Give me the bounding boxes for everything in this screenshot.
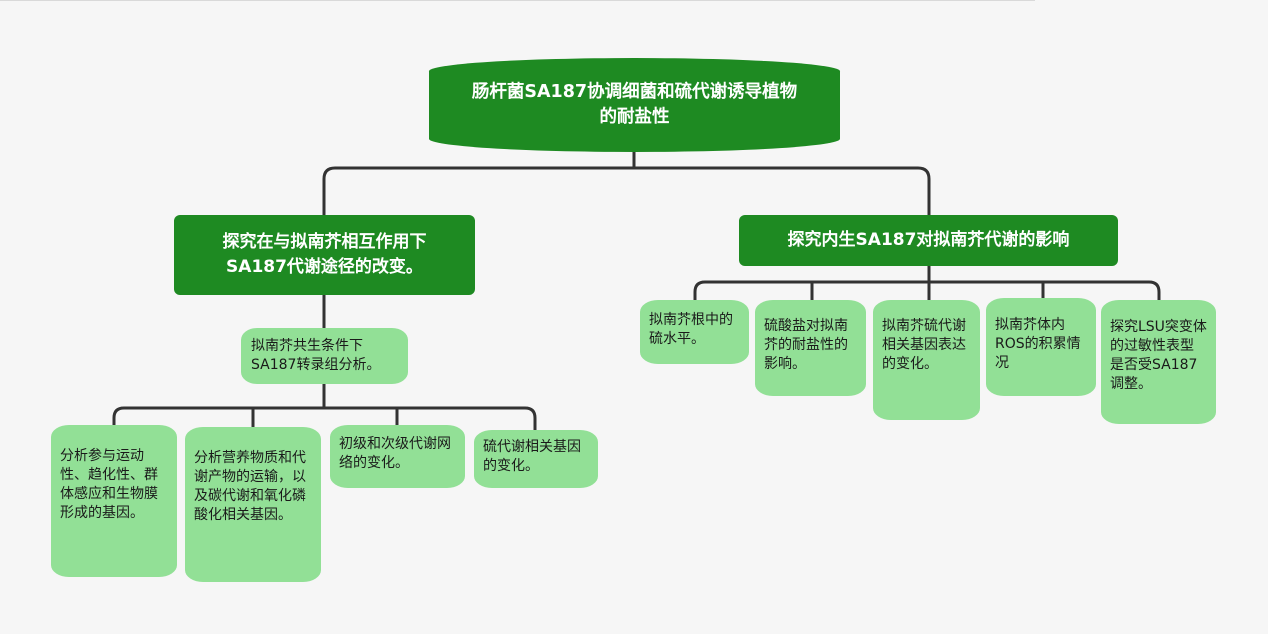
left-branch-label: 探究在与拟南芥相互作用下SA187代谢途径的改变。	[222, 232, 427, 277]
left-leaf-4-label: 硫代谢相关基因的变化。	[483, 439, 581, 474]
right-leaf-1: 拟南芥根中的硫水平。	[640, 300, 749, 364]
left-leaf-4: 硫代谢相关基因的变化。	[474, 430, 598, 488]
right-branch-node: 探究内生SA187对拟南芥代谢的影响	[739, 215, 1118, 266]
left-leaf-2: 分析营养物质和代谢产物的运输，以及碳代谢和氧化磷酸化相关基因。	[185, 427, 321, 582]
right-leaf-3-label: 拟南芥硫代谢相关基因表达的变化。	[882, 318, 966, 372]
connector-sub-bar	[112, 406, 537, 432]
left-sub-label: 拟南芥共生条件下SA187转录组分析。	[251, 338, 381, 373]
left-leaf-3-label: 初级和次级代谢网络的变化。	[339, 436, 451, 471]
root-label: 肠杆菌SA187协调细菌和硫代谢诱导植物的耐盐性	[471, 82, 798, 127]
right-leaf-4-label: 拟南芥体内ROS的积累情况	[995, 317, 1081, 371]
left-branch-node: 探究在与拟南芥相互作用下SA187代谢途径的改变。	[174, 215, 475, 295]
right-leaf-4: 拟南芥体内ROS的积累情况	[986, 298, 1096, 396]
top-divider	[0, 0, 1035, 1]
root-node: 肠杆菌SA187协调细菌和硫代谢诱导植物的耐盐性	[429, 58, 840, 152]
left-leaf-3: 初级和次级代谢网络的变化。	[330, 425, 465, 488]
right-leaf-2-label: 硫酸盐对拟南芥的耐盐性的影响。	[764, 318, 848, 372]
right-branch-label: 探究内生SA187对拟南芥代谢的影响	[787, 230, 1070, 250]
left-leaf-1-label: 分析参与运动性、趋化性、群体感应和生物膜形成的基因。	[60, 448, 158, 521]
left-leaf-2-label: 分析营养物质和代谢产物的运输，以及碳代谢和氧化磷酸化相关基因。	[194, 450, 306, 523]
left-sub-node: 拟南芥共生条件下SA187转录组分析。	[241, 328, 408, 384]
connector-root-bar	[322, 166, 931, 217]
left-leaf-1: 分析参与运动性、趋化性、群体感应和生物膜形成的基因。	[51, 425, 177, 577]
right-leaf-1-label: 拟南芥根中的硫水平。	[649, 312, 733, 347]
right-leaf-2: 硫酸盐对拟南芥的耐盐性的影响。	[755, 300, 866, 396]
right-leaf-5-label: 探究LSU突变体的过敏性表型是否受SA187调整。	[1110, 319, 1207, 392]
right-leaf-3: 拟南芥硫代谢相关基因表达的变化。	[873, 300, 980, 420]
connector-right-bar	[693, 280, 1161, 302]
right-leaf-5: 探究LSU突变体的过敏性表型是否受SA187调整。	[1101, 300, 1216, 424]
